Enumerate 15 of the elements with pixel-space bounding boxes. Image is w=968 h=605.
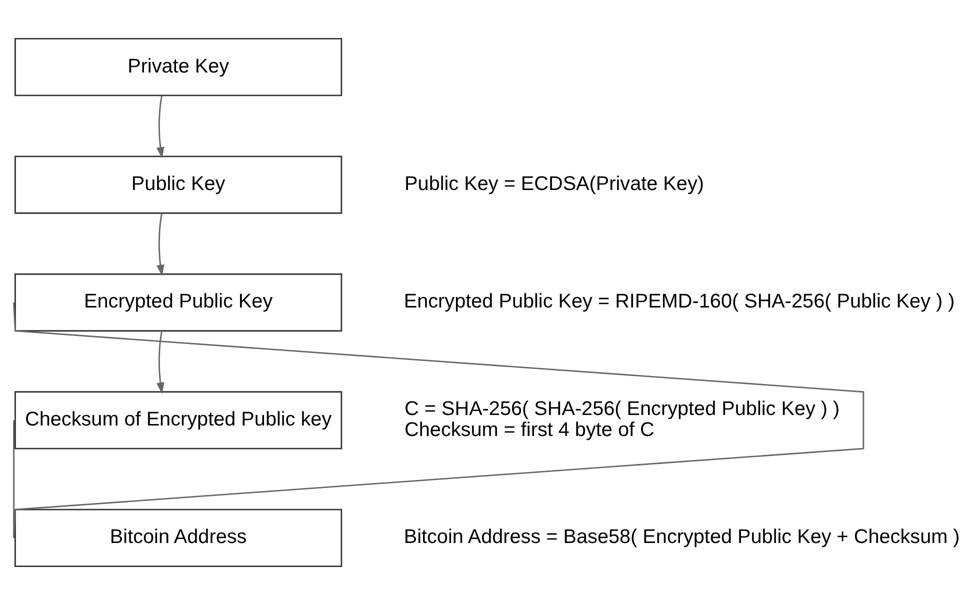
- node-label: Checksum = first 4 byte of C: [404, 419, 654, 442]
- node-box: Encrypted Public Key: [14, 273, 342, 332]
- connector: [13, 420, 14, 538]
- arrow: [156, 213, 164, 276]
- arrow: [156, 96, 164, 158]
- node-label: C = SHA-256( SHA-256( Encrypted Public Key ) ): [404, 398, 840, 420]
- node-box: Public Key: [14, 156, 342, 214]
- node-box: Checksum of Encrypted Public key: [14, 391, 342, 450]
- node-label: Public Key = ECDSA(Private Key): [404, 173, 704, 196]
- node-box: Bitcoin Address: [14, 508, 342, 568]
- connector: [13, 302, 864, 538]
- node-label: Encrypted Public Key = RIPEMD-160( SHA-256( Public Key ) ): [404, 290, 955, 313]
- arrow: [156, 331, 164, 394]
- node-label: Bitcoin Address = Base58( Encrypted Public Key + Checksum ): [404, 526, 960, 548]
- node-box: Private Key: [14, 38, 342, 96]
